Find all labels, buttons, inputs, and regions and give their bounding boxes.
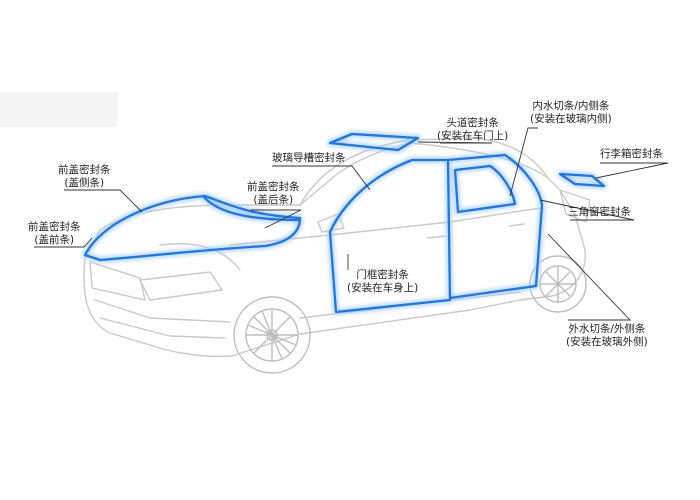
label-outer-belt-line1: 外水切条/外侧条 (568, 323, 646, 335)
headlight (139, 271, 223, 301)
leader-glass-run (272, 165, 371, 191)
leader-trunk (595, 162, 669, 179)
label-door-frame-line2: (安装在车身上) (347, 282, 419, 294)
taillight (559, 189, 591, 223)
label-hood-rear-line2: (盖后条) (253, 194, 294, 206)
front-wheel (233, 296, 311, 374)
leader-outer-belt (547, 233, 632, 321)
lower-grille (99, 317, 226, 339)
label-roof-line1: 头道密封条 (446, 117, 499, 129)
body-outline (83, 142, 586, 358)
label-hood-rear-line1: 前盖密封条 (247, 181, 300, 193)
label-hood-front-line2: (盖前条) (34, 234, 75, 246)
label-hood-front: 前盖密封条 (盖前条) (28, 221, 81, 247)
label-trunk-line1: 行李箱密封条 (600, 148, 663, 160)
label-triangle-line1: 三角窗密封条 (568, 206, 631, 218)
leader-triangle (539, 199, 635, 221)
door-handle-rear (509, 223, 525, 227)
label-glass-run-line1: 玻璃导槽密封条 (272, 152, 346, 164)
label-glass-run: 玻璃导槽密封条 (272, 152, 346, 165)
label-inner-belt-line2: (安装在玻璃内侧) (530, 113, 612, 125)
label-hood-side-line2: (盖侧条) (64, 177, 105, 189)
label-inner-belt: 内水切条/内侧条 (安装在玻璃内侧) (530, 100, 612, 126)
front-wheel-spokes (246, 309, 298, 361)
rear-window-seal (453, 164, 517, 214)
label-hood-front-line1: 前盖密封条 (28, 221, 81, 233)
leader-hood-side (64, 189, 143, 213)
leader-hood-front (34, 237, 93, 248)
label-trunk: 行李箱密封条 (600, 148, 663, 161)
leader-roof (417, 141, 493, 144)
leader-hood-rear (251, 209, 302, 229)
label-door-frame: 门框密封条 (安装在车身上) (347, 269, 418, 295)
leader-lines (34, 127, 669, 321)
trunk-seal (558, 172, 606, 188)
leader-inner-belt (509, 127, 538, 197)
label-hood-rear: 前盖密封条 (盖后条) (247, 181, 300, 207)
label-hood-side-line1: 前盖密封条 (58, 164, 111, 176)
front-door-frame-seal (328, 158, 452, 314)
rear-door-frame-seal (446, 153, 544, 300)
hood-seal (83, 194, 302, 262)
label-outer-belt: 外水切条/外侧条 (安装在玻璃外侧) (566, 323, 648, 349)
rear-wheel-spokes (540, 266, 576, 302)
background-patch (0, 92, 118, 127)
sunroof-seal (328, 132, 420, 152)
front-grille (89, 261, 146, 301)
label-hood-side: 前盖密封条 (盖侧条) (58, 164, 111, 190)
mirror (317, 213, 345, 233)
label-roof-line2: (安装在车门上) (437, 130, 509, 142)
label-triangle: 三角窗密封条 (568, 206, 631, 219)
bumper-line (94, 299, 231, 323)
car-body-lines (83, 137, 591, 358)
door-handle-front (427, 235, 447, 239)
label-inner-belt-line1: 内水切条/内侧条 (532, 100, 610, 112)
label-roof: 头道密封条 (安装在车门上) (437, 117, 508, 143)
label-outer-belt-line2: (安装在玻璃外侧) (566, 336, 648, 348)
label-door-frame-line1: 门框密封条 (356, 269, 409, 281)
